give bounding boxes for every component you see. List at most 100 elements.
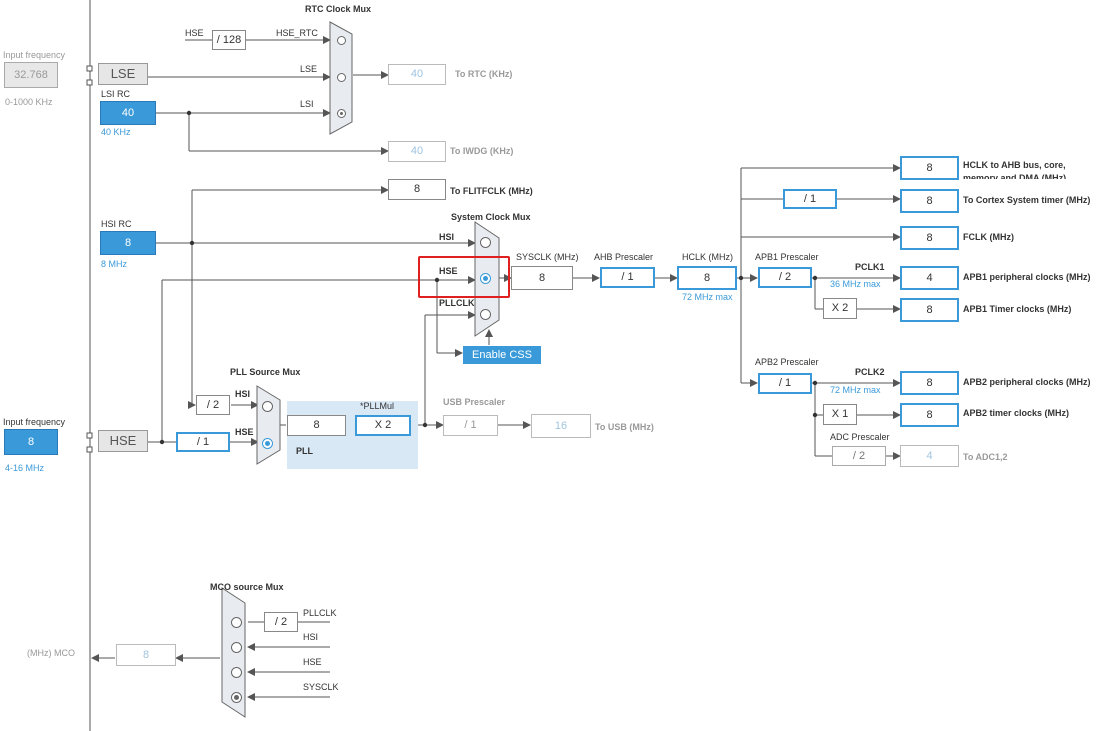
- hclk-label: HCLK (MHz): [682, 252, 733, 262]
- to-rtc-value: 40: [388, 64, 446, 85]
- pll-source-mux-shape: [256, 385, 281, 465]
- hse-input-frequency-field[interactable]: 8: [4, 429, 58, 455]
- lse-source-button[interactable]: LSE: [98, 63, 148, 85]
- mco-sysclk-label: SYSCLK: [303, 682, 339, 692]
- pll-source-hsi-radio[interactable]: [262, 401, 273, 412]
- mco-hsi-radio[interactable]: [231, 642, 242, 653]
- hclk-max-label: 72 MHz max: [682, 292, 733, 302]
- rtc-hse-label: HSE: [185, 28, 204, 38]
- apb1-max-label: 36 MHz max: [830, 279, 881, 289]
- system-mux-pllclk-radio[interactable]: [480, 309, 491, 320]
- apb2-timer-output-field[interactable]: 8: [900, 403, 959, 427]
- apb1-timer-output-label: APB1 Timer clocks (MHz): [963, 304, 1072, 314]
- ahb-prescaler-label: AHB Prescaler: [594, 252, 654, 262]
- lsi-rc-label: LSI RC: [101, 89, 131, 99]
- mco-hse-radio[interactable]: [231, 667, 242, 678]
- mco-pll-div2: / 2: [264, 612, 298, 632]
- lsi-rc-freq: 40 KHz: [101, 127, 131, 137]
- usb-prescaler-label: USB Prescaler: [443, 397, 506, 407]
- mco-sysclk-radio[interactable]: [231, 692, 242, 703]
- cortex-timer-output-label: To Cortex System timer (MHz): [963, 195, 1091, 205]
- lsi-rc-value: 40: [100, 101, 156, 125]
- to-usb-value: 16: [531, 414, 591, 438]
- to-flitfclk-label: To FLITFCLK (MHz): [450, 186, 533, 196]
- lse-input-frequency-label: Input frequency: [3, 50, 66, 60]
- fclk-output-field[interactable]: 8: [900, 226, 959, 250]
- pll-mul-select[interactable]: X 2: [355, 415, 411, 436]
- mco-label: (MHz) MCO: [27, 648, 75, 658]
- enable-css-button[interactable]: Enable CSS: [463, 346, 541, 364]
- apb1-prescaler-label: APB1 Prescaler: [755, 252, 819, 262]
- to-adc-value: 4: [900, 445, 959, 467]
- cortex-timer-prescaler-select[interactable]: / 1: [783, 189, 837, 209]
- hse-input-frequency-label: Input frequency: [3, 417, 66, 427]
- system-mux-hsi-label: HSI: [439, 232, 455, 242]
- pll-mul-label: *PLLMul: [360, 401, 395, 411]
- system-mux-hsi-radio[interactable]: [480, 237, 491, 248]
- mco-value: 8: [116, 644, 176, 666]
- apb1-peripheral-output-label: APB1 peripheral clocks (MHz): [963, 272, 1091, 282]
- pclk2-label: PCLK2: [855, 367, 885, 377]
- sysclk-label: SYSCLK (MHz): [516, 252, 579, 262]
- rtc-lsi-label: LSI: [300, 99, 314, 109]
- hsi-rc-freq: 8 MHz: [101, 259, 128, 269]
- ahb-prescaler-select[interactable]: / 1: [600, 267, 655, 288]
- system-mux-hse-label: HSE: [439, 266, 458, 276]
- pll-source-hse-label: HSE: [235, 427, 254, 437]
- pll-source-mux-title: PLL Source Mux: [230, 367, 301, 377]
- apb1-peripheral-output-field[interactable]: 4: [900, 266, 959, 290]
- system-mux-title: System Clock Mux: [451, 212, 531, 222]
- hse-range-label: 4-16 MHz: [5, 463, 45, 473]
- lse-range-label: 0-1000 KHz: [5, 97, 53, 107]
- rtc-div128-select[interactable]: / 128: [212, 30, 246, 50]
- mco-hsi-label: HSI: [303, 632, 319, 642]
- hsi-rc-label: HSI RC: [101, 219, 132, 229]
- rtc-mux-title: RTC Clock Mux: [305, 4, 372, 14]
- mco-hse-label: HSE: [303, 657, 322, 667]
- to-rtc-label: To RTC (KHz): [455, 69, 513, 79]
- rtc-mux-hse-radio[interactable]: [337, 36, 346, 45]
- system-mux-hse-radio[interactable]: [480, 273, 491, 284]
- mco-pllclk-radio[interactable]: [231, 617, 242, 628]
- to-iwdg-label: To IWDG (KHz): [450, 146, 514, 156]
- adc-prescaler-label: ADC Prescaler: [830, 432, 890, 442]
- pll-input-value: 8: [287, 415, 346, 436]
- to-flitfclk-value: 8: [388, 179, 446, 200]
- apb1-timer-multiplier: X 2: [823, 298, 857, 319]
- mco-mux-title: MCO source Mux: [210, 582, 284, 592]
- fclk-output-label: FCLK (MHz): [963, 232, 1014, 242]
- pll-hsi-div2: / 2: [196, 395, 230, 415]
- selection-highlight: [418, 256, 510, 298]
- apb2-peripheral-output-label: APB2 peripheral clocks (MHz): [963, 377, 1091, 387]
- system-mux-pllclk-label: PLLCLK: [439, 298, 475, 308]
- sysclk-value: 8: [511, 266, 573, 290]
- apb2-peripheral-output-field[interactable]: 8: [900, 371, 959, 395]
- apb2-prescaler-select[interactable]: / 1: [758, 373, 812, 394]
- hsi-rc-value: 8: [100, 231, 156, 255]
- rtc-mux-lse-radio[interactable]: [337, 73, 346, 82]
- to-iwdg-value: 40: [388, 141, 446, 162]
- rtc-mux-lsi-radio[interactable]: [337, 109, 346, 118]
- rtc-lse-label: LSE: [300, 64, 318, 74]
- hclk-ahb-output-label: HCLK to AHB bus, core, memory and DMA (M…: [963, 160, 1067, 179]
- apb2-timer-multiplier: X 1: [823, 404, 857, 425]
- apb1-timer-output-field[interactable]: 8: [900, 298, 959, 322]
- to-usb-label: To USB (MHz): [595, 422, 654, 432]
- lse-input-frequency-field[interactable]: 32.768: [4, 62, 58, 88]
- adc-prescaler-select[interactable]: / 2: [832, 446, 886, 466]
- apb2-prescaler-label: APB2 Prescaler: [755, 357, 819, 367]
- apb2-max-label: 72 MHz max: [830, 385, 881, 395]
- cortex-timer-output-field[interactable]: 8: [900, 189, 959, 213]
- pll-source-hse-radio[interactable]: [262, 438, 273, 449]
- pll-label: PLL: [296, 446, 313, 456]
- pll-source-hsi-label: HSI: [235, 389, 251, 399]
- hse-source-button[interactable]: HSE: [98, 430, 148, 452]
- hclk-value-field[interactable]: 8: [677, 266, 737, 290]
- to-adc-label: To ADC1,2: [963, 452, 1008, 462]
- apb1-prescaler-select[interactable]: / 2: [758, 267, 812, 288]
- usb-prescaler-select[interactable]: / 1: [443, 415, 498, 436]
- rtc-hse-rtc-label: HSE_RTC: [276, 28, 318, 38]
- hse-prediv-select[interactable]: / 1: [176, 432, 230, 452]
- hclk-ahb-output-field[interactable]: 8: [900, 156, 959, 180]
